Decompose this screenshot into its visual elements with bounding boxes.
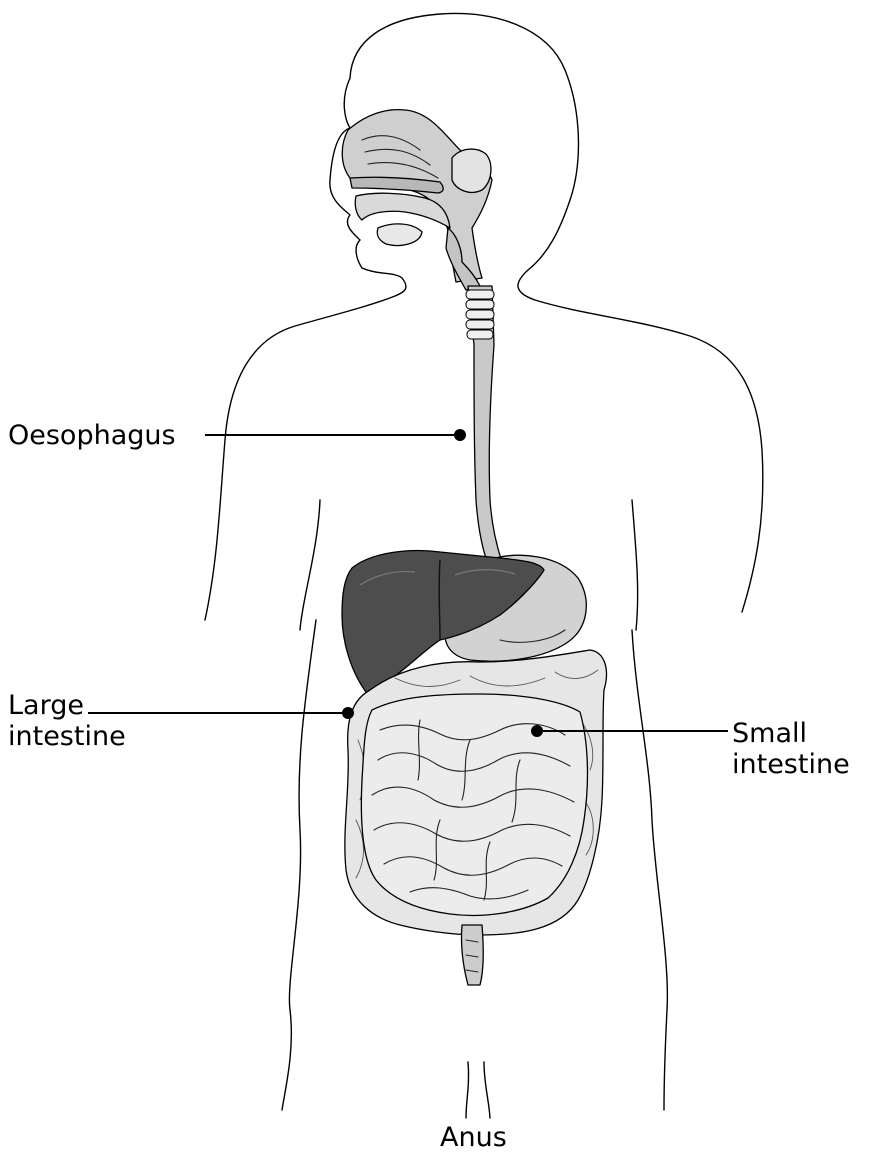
small-intestine-label: Small intestine (732, 718, 850, 780)
small-intestine (361, 694, 587, 915)
large-intestine-label: Large intestine (8, 690, 126, 752)
small-intestine-label-line2: intestine (732, 749, 850, 780)
anus-label: Anus (440, 1122, 507, 1153)
small-intestine-label-line1: Small (732, 718, 850, 749)
large-intestine-pointer-dot (342, 707, 354, 719)
large-intestine-label-line1: Large (8, 690, 126, 721)
large-intestine-label-line2: intestine (8, 721, 126, 752)
oesophagus (466, 286, 502, 564)
oesophagus-pointer-dot (454, 429, 466, 441)
trachea-rings (466, 290, 494, 339)
oesophagus-label: Oesophagus (8, 420, 176, 451)
head-internal-organs (342, 110, 492, 290)
anus-label-text: Anus (440, 1122, 507, 1153)
small-intestine-pointer-dot (531, 725, 543, 737)
oesophagus-label-text: Oesophagus (8, 420, 176, 451)
